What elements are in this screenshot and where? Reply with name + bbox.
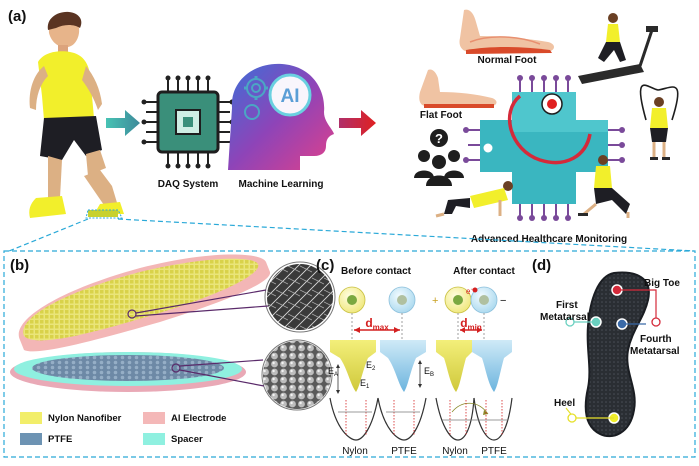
question-mark: ? (435, 131, 443, 146)
flat-foot-illustration (419, 69, 497, 108)
before-contact-diagram (329, 286, 427, 441)
after-contact-diagram (435, 286, 513, 441)
legend-al-electrode: Al Electrode (171, 413, 226, 424)
nylon-label-after: Nylon (442, 446, 468, 457)
ptfe-microsphere-sem-inset (261, 339, 333, 411)
legend-swatch-ptfe (20, 433, 42, 445)
ptfe-label-after: PTFE (481, 446, 507, 457)
legend-nylon-nanofiber: Nylon Nanofiber (48, 413, 122, 424)
nanofiber-sem-inset (264, 261, 336, 333)
daq-chip-icon (141, 75, 235, 169)
sensor-fourth-metatarsal (616, 318, 646, 330)
ptfe-label-before: PTFE (391, 446, 417, 457)
lunging-person-illustration (578, 155, 630, 218)
dmax-label: dmax (365, 316, 389, 332)
daq-system-label: DAQ System (158, 179, 219, 190)
nylon-label-before: Nylon (342, 446, 368, 457)
flow-arrow-1 (106, 110, 140, 136)
panel-label-c: (c) (316, 257, 334, 274)
legend-ptfe: PTFE (48, 434, 72, 445)
legend-spacer: Spacer (171, 434, 203, 445)
legend-swatch-nylon (20, 412, 42, 424)
walking-person-illustration (29, 11, 124, 219)
sensor-big-toe (611, 284, 661, 327)
positive-charge: + (432, 295, 438, 307)
big-toe-label: Big Toe (644, 278, 680, 289)
after-contact-title: After contact (453, 266, 515, 277)
before-contact-title: Before contact (341, 266, 412, 277)
treadmill-runner-illustration (578, 13, 658, 84)
advanced-healthcare-monitoring-label: Advanced Healthcare Monitoring (471, 234, 627, 245)
heel-label: Heel (554, 398, 575, 409)
flow-arrow-3 (339, 110, 376, 136)
first-metatarsal-label-line2: Metatarsal (540, 312, 590, 323)
negative-charge: − (500, 295, 506, 307)
jump-rope-person-illustration (639, 84, 679, 160)
panel-label-b: (b) (10, 257, 29, 274)
panel-label-d: (d) (532, 257, 551, 274)
teng-sensor-exploded-view (10, 254, 271, 392)
normal-foot-illustration (459, 9, 554, 54)
healthcare-monitoring-device (463, 75, 625, 221)
sensor-first-metatarsal (565, 316, 602, 328)
panel-label-a: (a) (8, 8, 26, 25)
people-question-icon: ? (414, 129, 464, 186)
crawling-person-illustration (435, 181, 513, 218)
inset-pointer-lines (127, 289, 269, 387)
machine-learning-head-icon: AI (228, 63, 334, 171)
first-metatarsal-label-line1: First (556, 300, 578, 311)
legend-swatch-spacer (143, 433, 165, 445)
ai-text: AI (281, 86, 300, 107)
sensor-heel (565, 407, 620, 424)
e1-label: E1 (360, 378, 370, 390)
material-legend: Nylon Nanofiber Al Electrode PTFE Spacer (20, 412, 226, 445)
detail-panel-frame (3, 250, 696, 458)
fourth-metatarsal-label-line1: Fourth (640, 334, 672, 345)
e2-label: E2 (366, 360, 376, 372)
flat-foot-label: Flat Foot (420, 110, 463, 121)
dmin-label: dmin (460, 316, 482, 332)
ea-label: EA (328, 366, 338, 378)
zoom-connector-lines (8, 218, 695, 252)
eb-label: EB (424, 366, 434, 378)
normal-foot-label: Normal Foot (478, 55, 538, 66)
legend-swatch-al (143, 412, 165, 424)
machine-learning-label: Machine Learning (238, 179, 323, 190)
insole-illustration (584, 271, 650, 438)
electron-label: e− (466, 287, 474, 296)
fourth-metatarsal-label-line2: Metatarsal (630, 346, 680, 357)
